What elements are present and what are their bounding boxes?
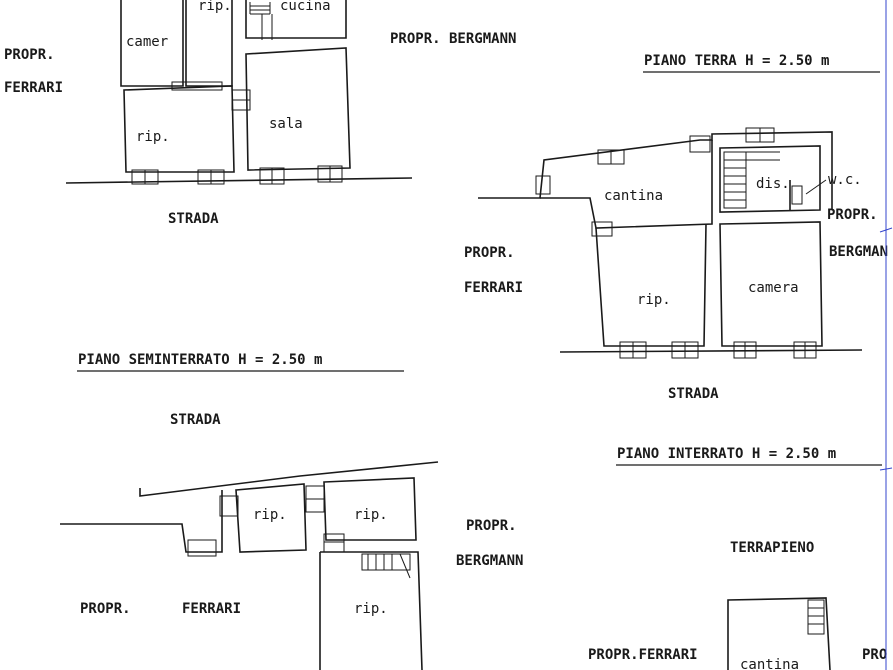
room-outline-rip-2 <box>323 477 417 541</box>
owner-label-ferrari: FERRARI <box>4 80 63 96</box>
room-label-cantina: cantina <box>740 657 799 670</box>
owner-label-propr-left: PROPR. <box>464 245 515 261</box>
room-label-sala: sala <box>269 116 303 132</box>
road-line <box>559 349 863 353</box>
room-outline-rip <box>595 223 707 347</box>
owner-label-propr-right: PRO <box>862 647 887 663</box>
owner-label-bergmann: BERGMANN <box>456 553 523 569</box>
plan-title-terra: PIANO TERRA H = 2.50 m <box>644 53 829 69</box>
margin-tick-marks <box>879 227 893 471</box>
room-label-rip-1: rip. <box>253 507 287 523</box>
owner-label-propr: PROPR. <box>80 601 131 617</box>
owner-label-ferrari: PROPR.FERRARI <box>588 647 698 663</box>
window-marks <box>131 81 343 185</box>
owner-label-propr-right: PROPR. <box>466 518 517 534</box>
plan-title-seminterrato: PIANO SEMINTERRATO H = 2.50 m <box>78 352 322 368</box>
room-outline-dis <box>719 145 821 213</box>
owner-label-bergmann: PROPR. BERGMANN <box>390 31 516 47</box>
owner-label-bergmann: BERGMAN <box>829 244 888 260</box>
room-outline-rip-lower <box>123 85 235 173</box>
room-outline-sala <box>245 47 351 171</box>
room-label-camer: camer <box>126 34 168 50</box>
room-label-rip: rip. <box>637 292 671 308</box>
building-outline-terra <box>478 131 833 210</box>
room-outline-cucina <box>245 0 347 39</box>
room-outline-rip-1 <box>235 483 307 553</box>
plan-top-left: camer rip. cucina rip. sala PROPR. FERRA… <box>4 0 516 227</box>
plan-title-interrato: PIANO INTERRATO H = 2.50 m <box>617 446 836 462</box>
room-label-cantina: cantina <box>604 188 663 204</box>
room-label-rip-2: rip. <box>354 507 388 523</box>
room-label-cucina: cucina <box>280 0 331 14</box>
owner-label-propr-right: PROPR. <box>827 207 878 223</box>
room-label-rip-3: rip. <box>354 601 388 617</box>
stair-icon <box>249 2 273 40</box>
owner-label-ferrari: FERRARI <box>464 280 523 296</box>
room-label-wc: w.c. <box>828 172 862 188</box>
owner-label-propr: PROPR. <box>4 47 55 63</box>
fill-label-terrapieno: TERRAPIENO <box>730 540 814 556</box>
room-outline-cantina <box>540 140 713 229</box>
plan-terra: PIANO TERRA H = 2.50 m <box>464 53 888 402</box>
room-outline-rip-upper <box>185 0 233 87</box>
room-label-camera: camera <box>748 280 799 296</box>
room-outline-camera <box>719 221 823 347</box>
plan-interrato: PIANO INTERRATO H = 2.50 m TERRAPIENO ca… <box>588 446 887 670</box>
room-outline-camer <box>120 0 184 87</box>
window-marks <box>535 127 827 359</box>
window-marks <box>187 485 411 579</box>
street-label: STRADA <box>170 412 221 428</box>
building-outline-left <box>60 490 223 553</box>
building-outline-top <box>139 461 439 497</box>
stair-icon <box>807 599 825 635</box>
street-label: STRADA <box>668 386 719 402</box>
street-label: STRADA <box>168 211 219 227</box>
plan-seminterrato: PIANO SEMINTERRATO H = 2.50 m STRADA rip… <box>60 352 523 670</box>
room-outline-rip-3 <box>319 551 423 670</box>
room-label-rip-lower: rip. <box>136 129 170 145</box>
room-label-rip-upper: rip. <box>198 0 232 14</box>
room-outline-cantina <box>727 597 831 670</box>
owner-label-ferrari: FERRARI <box>182 601 241 617</box>
room-label-dis: dis. <box>756 176 790 192</box>
stair-icon <box>723 151 780 209</box>
road-line <box>65 177 413 184</box>
